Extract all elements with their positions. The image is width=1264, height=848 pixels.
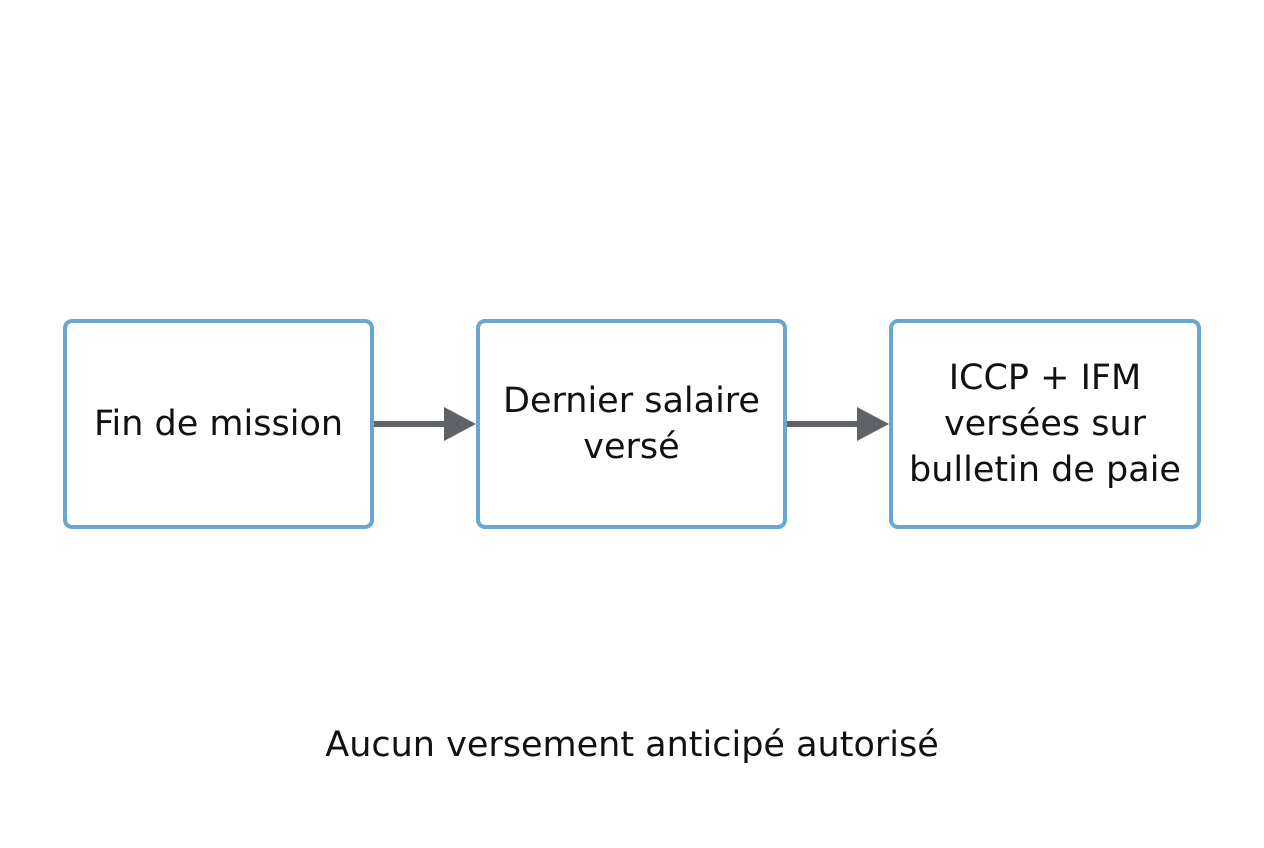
step-label: ICCP + IFM versées sur bulletin de paie bbox=[909, 355, 1181, 493]
footnote: Aucun versement anticipé autorisé bbox=[325, 725, 939, 765]
step-label-line: Fin de mission bbox=[93, 404, 344, 444]
step-label-line: bulletin de paie bbox=[909, 450, 1181, 490]
step-box-fin-de-mission: Fin de mission bbox=[63, 319, 374, 529]
step-label-line: versé bbox=[583, 427, 680, 467]
step-box-iccp-ifm: ICCP + IFM versées sur bulletin de paie bbox=[889, 319, 1201, 529]
arrow-1-to-2 bbox=[374, 407, 476, 441]
step-label: Dernier salaire versé bbox=[503, 378, 760, 470]
step-label-line: ICCP + IFM bbox=[948, 358, 1142, 398]
arrow-2-to-3 bbox=[787, 407, 889, 441]
step-label-line: Dernier salaire bbox=[503, 381, 760, 421]
step-label: Fin de mission bbox=[94, 401, 343, 447]
step-box-dernier-salaire: Dernier salaire versé bbox=[476, 319, 787, 529]
step-label-line: versées sur bbox=[943, 404, 1147, 444]
